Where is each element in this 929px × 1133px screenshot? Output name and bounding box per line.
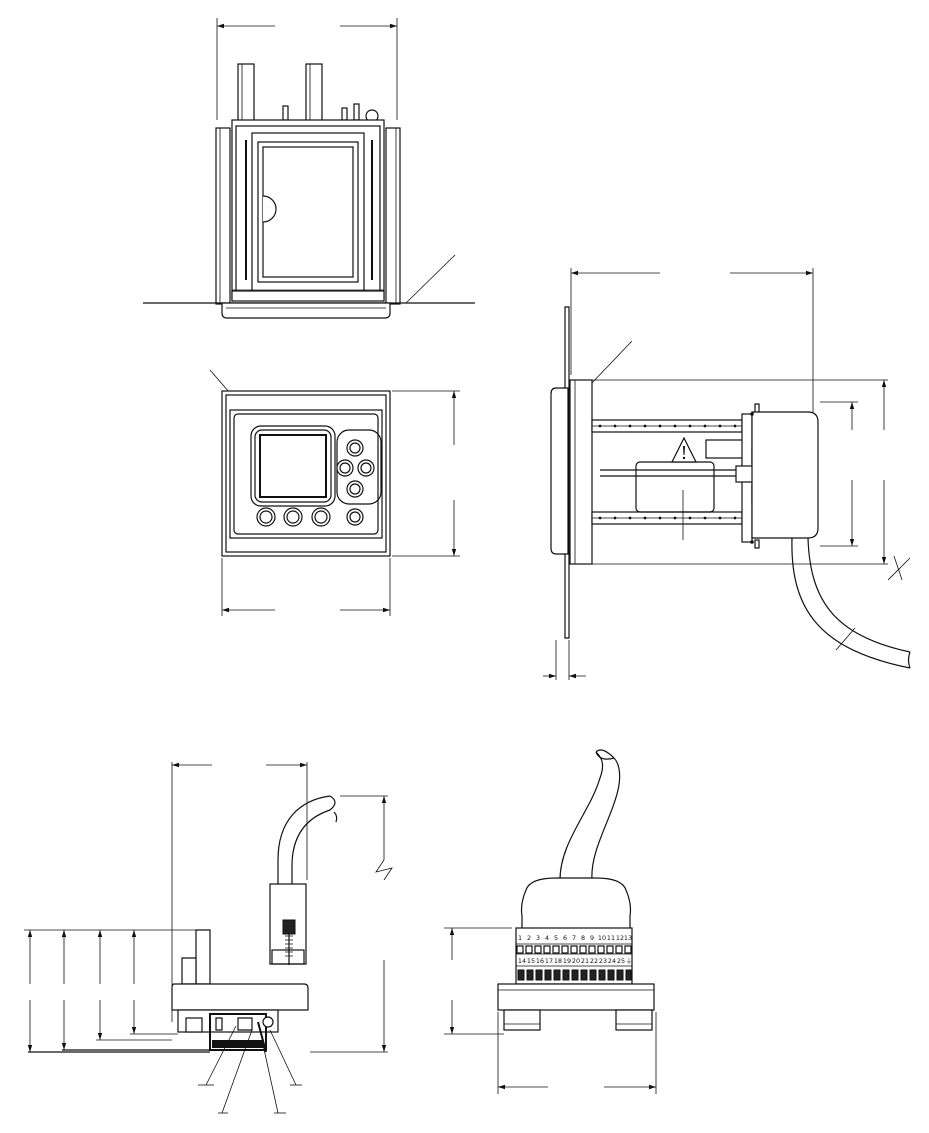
keypad [256, 429, 382, 527]
rail-holes [598, 424, 737, 520]
dimension-din-width [171, 762, 308, 1022]
terminal-label: 7 [572, 934, 576, 942]
terminal-label: 13 [624, 934, 632, 942]
terminal-labels-top: 1 2 3 4 5 6 7 8 9 10 11 12 13 [518, 934, 632, 942]
terminal-label: 25 [617, 957, 625, 965]
view-side-right [543, 268, 911, 680]
terminal-label: 4 [545, 934, 549, 942]
dimension-depth-top [570, 268, 814, 412]
terminal-label: 23 [599, 957, 607, 965]
terminal-label: 10 [598, 934, 606, 942]
terminal-label: 3 [536, 934, 540, 942]
terminal-cable [559, 749, 621, 881]
din-cable [277, 795, 338, 884]
leader-panel [405, 254, 456, 304]
dimension-width-top [216, 18, 398, 120]
terminal-label: 18 [554, 957, 562, 965]
terminal-label: 9 [590, 934, 594, 942]
dimension-terminal-height [444, 927, 512, 1035]
terminal-label: 11 [607, 934, 615, 942]
terminal-label: 16 [536, 957, 544, 965]
dimension-panel-thickness [543, 640, 586, 680]
dimension-right-inner [820, 401, 858, 547]
terminal-label: 22 [590, 957, 598, 965]
warning-triangle-icon [671, 436, 697, 463]
terminal-label: 12 [616, 934, 624, 942]
ground-symbol-icon [887, 555, 911, 581]
terminal-label: 21 [581, 957, 589, 965]
din-rail-section [28, 1013, 274, 1053]
housing-rails [591, 419, 760, 540]
cable [791, 537, 911, 669]
din-connector [269, 883, 307, 965]
housing-body [215, 119, 401, 305]
terminal-label: 17 [545, 957, 553, 965]
view-din-rail [24, 762, 393, 1114]
terminal-label: 14 [518, 957, 526, 965]
dimension-din-stack-left [24, 929, 200, 1052]
terminal-label: 6 [563, 934, 567, 942]
view-side-housing [143, 18, 475, 319]
terminal-label: 5 [554, 934, 558, 942]
leader-gasket [589, 340, 633, 386]
connector-block [735, 403, 819, 549]
dimension-front-width [221, 558, 391, 616]
terminal-label: 15 [527, 957, 535, 965]
terminal-label: 24 [608, 957, 616, 965]
dimension-din-height-right [310, 795, 393, 1053]
dimension-terminal-width [497, 1012, 657, 1094]
din-module [171, 929, 309, 1033]
terminal-label: 20 [572, 957, 580, 965]
terminal-label: 19 [563, 957, 571, 965]
terminal-top-ears [516, 945, 632, 954]
view-terminal: 1 2 3 4 5 6 7 8 9 10 11 12 13 14 15 16 1… [444, 749, 657, 1094]
display-screen [250, 425, 336, 507]
terminal-label: 1 [518, 934, 522, 942]
dimension-front-height [392, 390, 460, 557]
dimension-right-outer [881, 380, 887, 564]
terminal-shroud [520, 877, 632, 931]
terminal-label: 8 [581, 934, 585, 942]
panel-bezel [143, 302, 475, 319]
view-front [209, 369, 460, 616]
terminal-label: ⏚ [626, 957, 632, 965]
din-leaders [198, 1025, 302, 1114]
terminal-block: 1 2 3 4 5 6 7 8 9 10 11 12 13 14 15 16 1… [497, 927, 655, 1031]
mounting-clips [237, 63, 379, 123]
terminal-label: 2 [527, 934, 531, 942]
panel-section [550, 306, 888, 639]
terminal-screws [517, 969, 632, 981]
terminal-labels-bottom: 14 15 16 17 18 19 20 21 22 23 24 25 ⏚ [518, 957, 632, 965]
